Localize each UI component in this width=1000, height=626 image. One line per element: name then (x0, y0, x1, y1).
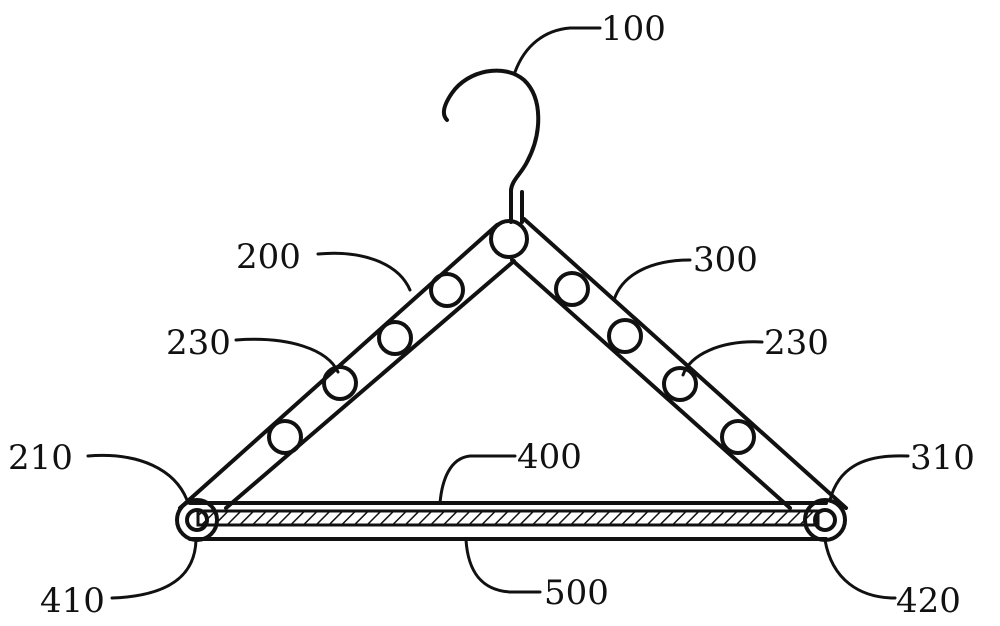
label-100: 100 (601, 9, 666, 49)
leader-300 (612, 258, 692, 302)
label-310: 310 (910, 438, 975, 478)
label-230-left: 230 (166, 323, 231, 363)
leader-310 (828, 454, 910, 502)
roller (662, 366, 698, 402)
label-300: 300 (693, 240, 758, 280)
roller (267, 419, 303, 455)
hook (442, 68, 541, 224)
roller (607, 318, 643, 354)
label-400: 400 (517, 437, 582, 477)
label-230-right: 230 (764, 323, 829, 363)
label-200: 200 (236, 237, 301, 277)
label-500: 500 (544, 573, 609, 613)
bottom-bar (188, 501, 828, 541)
roller (377, 320, 413, 356)
right-arm (510, 217, 848, 510)
leader-230-right (681, 340, 764, 377)
top-joint-roller (489, 219, 529, 259)
arm-rollers (267, 219, 756, 455)
leader-500 (464, 538, 542, 594)
leader-420 (823, 538, 897, 600)
leader-200 (316, 251, 412, 292)
label-420: 420 (896, 581, 961, 621)
leader-410 (110, 538, 198, 600)
leader-210 (86, 453, 189, 502)
label-210: 210 (8, 438, 73, 478)
roller (554, 271, 590, 307)
labels: 100 200 230 300 230 210 310 400 500 410 … (8, 9, 975, 621)
leader-lines (86, 26, 910, 600)
roller (429, 272, 465, 308)
leader-100 (513, 26, 602, 74)
label-410: 410 (40, 581, 105, 621)
leader-400 (438, 454, 517, 505)
roller (720, 419, 756, 455)
roller (322, 365, 358, 401)
leader-230-left (234, 337, 340, 374)
